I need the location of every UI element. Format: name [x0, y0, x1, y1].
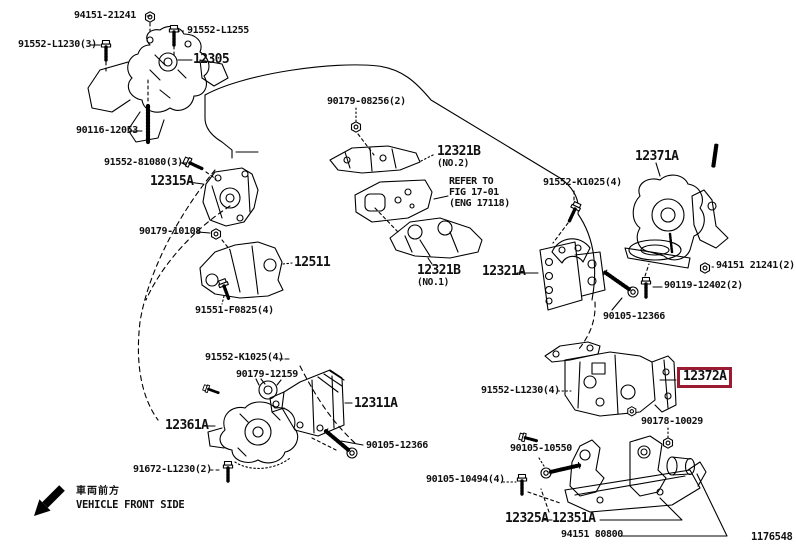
- callout-90105-12366-upper[interactable]: 90105-12366: [603, 311, 665, 322]
- callout-91551-F0825-4[interactable]: 91551-F0825(4): [195, 305, 274, 316]
- callout-90116-12053[interactable]: 90116-12053: [76, 125, 138, 136]
- callout-91552-81080-3[interactable]: 91552-81080(3): [104, 157, 183, 168]
- callout-94151-21241[interactable]: 94151-21241: [74, 10, 136, 21]
- vehicle-front-label-en: VEHICLE FRONT SIDE: [76, 498, 185, 511]
- part-12371A-drawing: [624, 145, 729, 277]
- callout-91672-L1230-2[interactable]: 91672-L1230(2): [133, 464, 212, 475]
- callout-90105-12366-lower[interactable]: 90105-12366: [366, 440, 428, 451]
- callout-91552-L1230-4[interactable]: 91552-L1230(4): [481, 385, 560, 396]
- cushion-rear-drawing: [627, 406, 696, 476]
- callout-90105-10494-4[interactable]: 90105-10494(4): [426, 474, 505, 485]
- part-12511-drawing: [199, 241, 284, 305]
- bolt-90105-12366-upper-drawing: [600, 266, 642, 301]
- leader-lines: [90, 15, 728, 537]
- bolt-90105-10550-drawing: [538, 458, 583, 481]
- part-12372A-drawing: [516, 341, 677, 447]
- refer-plate-drawing: [354, 179, 433, 233]
- refer-note: REFER TO FIG 17-01 (ENG 17118): [449, 176, 510, 209]
- vehicle-front-label-jp: 車両前方: [76, 486, 120, 497]
- callout-12325A[interactable]: 12325A: [505, 511, 549, 526]
- callout-12511[interactable]: 12511: [294, 255, 331, 270]
- callout-94151-21241-2[interactable]: 94151 21241(2): [716, 260, 795, 271]
- part-number: 12321B: [417, 263, 461, 278]
- part-number-suffix: (NO.2): [437, 157, 469, 169]
- refer-note-line3: (ENG 17118): [449, 197, 510, 209]
- callout-90119-12402-2[interactable]: 90119-12402(2): [664, 280, 743, 291]
- part-number: 12321B: [437, 144, 481, 159]
- callout-12321A[interactable]: 12321A: [482, 264, 526, 279]
- nut-90178-10029-drawing: [662, 427, 674, 449]
- bolt-91552-K1025-lower-drawing: [200, 382, 221, 398]
- bolt-90105-10494-drawing: [515, 472, 561, 504]
- part-number-suffix: (NO.1): [417, 276, 449, 288]
- refer-note-line2: FIG 17-01: [449, 186, 499, 198]
- nut-90179-10108-drawing: [210, 228, 231, 251]
- part-12321A-drawing: [539, 190, 606, 311]
- part-12305-drawing: [87, 11, 229, 142]
- part-12361A-drawing: [207, 401, 299, 469]
- vehicle-front-marker: 車両前方 VEHICLE FRONT SIDE: [76, 486, 185, 512]
- callout-91552-L1255[interactable]: 91552-L1255: [187, 25, 249, 36]
- vehicle-front-arrow-icon: [34, 485, 65, 516]
- callout-12361A[interactable]: 12361A: [165, 418, 209, 433]
- callout-12321B-no1[interactable]: 12321B (NO.1): [417, 263, 461, 288]
- cushion-90179-12159-drawing: [255, 378, 282, 400]
- part-12321B-no2-drawing: [329, 107, 421, 174]
- callout-91552-L1230-3[interactable]: 91552-L1230(3): [18, 39, 97, 50]
- callout-90179-12159[interactable]: 90179-12159: [236, 369, 298, 380]
- callout-94151-80800[interactable]: 94151 80800: [561, 529, 623, 540]
- figure-code: 1176548: [751, 531, 793, 543]
- bolt-91672-L1230-drawing: [221, 459, 235, 483]
- callout-90179-08256-2[interactable]: 90179-08256(2): [327, 96, 406, 107]
- callout-90179-10108[interactable]: 90179-10108: [139, 226, 201, 237]
- callout-90178-10029[interactable]: 90178-10029: [641, 416, 703, 427]
- part-12321B-no1-drawing: [389, 217, 483, 259]
- callout-12371A[interactable]: 12371A: [635, 149, 679, 164]
- callout-12321B-no2[interactable]: 12321B (NO.2): [437, 144, 481, 169]
- bolt-90119-12402-drawing: [639, 275, 653, 299]
- callout-12305[interactable]: 12305: [193, 52, 230, 67]
- callout-90105-10550[interactable]: 90105-10550: [510, 443, 572, 454]
- callout-91552-K1025-4-upper[interactable]: 91552-K1025(4): [543, 177, 622, 188]
- callout-12372A-highlighted[interactable]: 12372A: [677, 367, 733, 388]
- bolt-90105-12366-lower-drawing: [311, 425, 362, 463]
- refer-note-line1: REFER TO: [449, 176, 494, 187]
- part-12351A-drawing: [564, 435, 707, 513]
- callout-12351A[interactable]: 12351A: [552, 511, 596, 526]
- callout-12315A[interactable]: 12315A: [150, 174, 194, 189]
- engine-outline: [137, 64, 596, 445]
- callout-91552-K1025-4-lower[interactable]: 91552-K1025(4): [205, 352, 284, 363]
- callout-12311A[interactable]: 12311A: [354, 396, 398, 411]
- part-12315A-drawing: [180, 154, 259, 227]
